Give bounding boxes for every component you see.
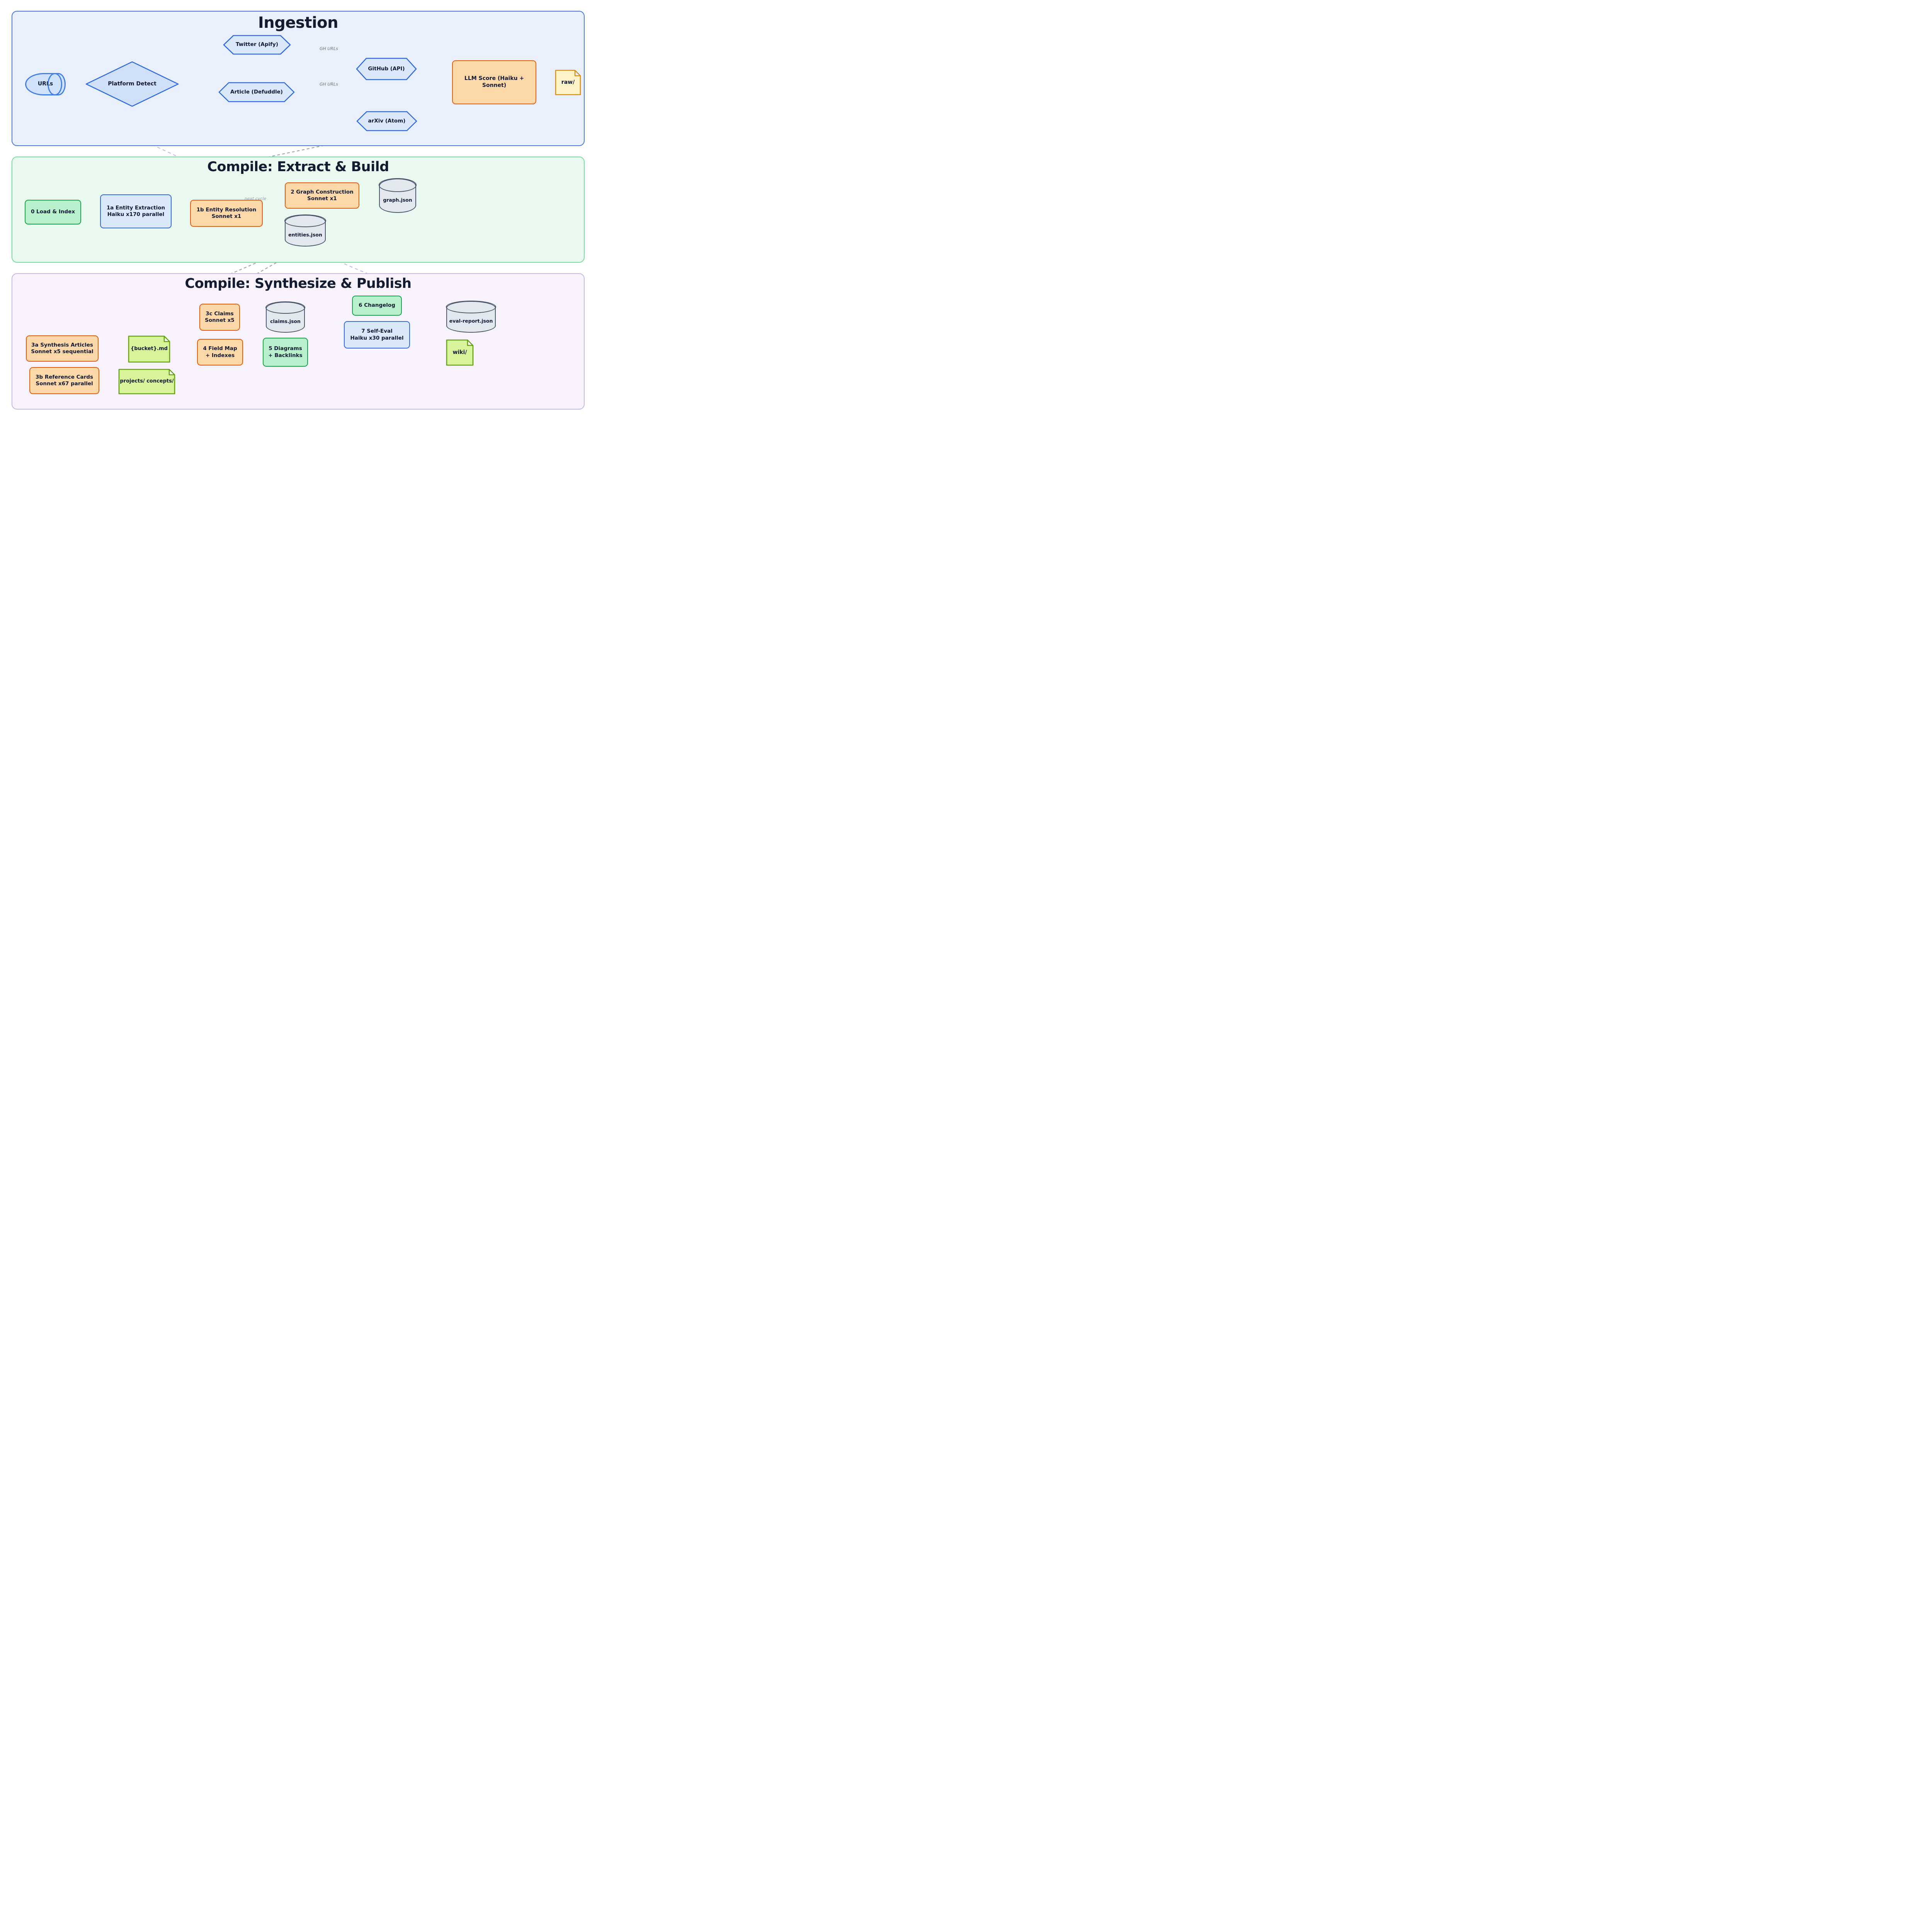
node-claimsjson: claims.json	[265, 301, 305, 333]
node-arxiv: arXiv (Atom)	[357, 111, 417, 131]
section-title-s3: Compile: Synthesize & Publish	[185, 276, 412, 291]
node-label-s4: 4 Field Map + Indexes	[203, 345, 237, 359]
node-label-github: GitHub (API)	[368, 65, 405, 72]
node-twitter: Twitter (Apify)	[223, 35, 291, 54]
section-title-s1: Ingestion	[258, 14, 338, 32]
cylinder-cap	[284, 214, 326, 228]
node-label-s3a: 3a Synthesis Articles Sonnet x5 sequenti…	[31, 342, 94, 355]
node-raw: raw/	[555, 70, 581, 95]
node-urls: URLs	[25, 73, 66, 95]
node-label-claimsjson: claims.json	[270, 318, 301, 324]
cylinder-cap	[48, 73, 63, 95]
node-label-s1b: 1b Entity Resolution Sonnet x1	[196, 206, 257, 219]
node-platform: Platform Detect	[86, 61, 179, 107]
node-llm: LLM Score (Haiku + Sonnet)	[452, 60, 536, 104]
node-label-twitter: Twitter (Apify)	[236, 41, 278, 48]
node-label-s7: 7 Self-Eval Haiku x30 parallel	[350, 328, 404, 341]
edge-label-e_ar_ghd: GH URLs	[318, 82, 340, 87]
node-label-s3b: 3b Reference Cards Sonnet x67 parallel	[36, 374, 93, 387]
node-label-s2g: 2 Graph Construction Sonnet x1	[291, 189, 354, 202]
node-label-s5: 5 Diagrams + Backlinks	[268, 345, 303, 359]
node-bucket: {bucket}.md	[128, 336, 170, 362]
node-label-bucket: {bucket}.md	[131, 346, 168, 352]
node-entities: entities.json	[284, 214, 326, 247]
node-label-s6: 6 Changelog	[359, 302, 395, 309]
node-s6: 6 Changelog	[352, 296, 402, 316]
node-label-platform: Platform Detect	[108, 80, 156, 87]
node-s1a: 1a Entity Extraction Haiku x170 parallel	[100, 194, 172, 228]
node-s3c: 3c Claims Sonnet x5	[199, 304, 240, 331]
node-projects: projects/ concepts/	[119, 369, 175, 394]
node-s3b: 3b Reference Cards Sonnet x67 parallel	[29, 367, 99, 394]
cylinder-cap	[446, 301, 496, 314]
node-s3a: 3a Synthesis Articles Sonnet x5 sequenti…	[26, 335, 99, 362]
node-s4: 4 Field Map + Indexes	[197, 339, 243, 366]
node-wiki: wiki/	[446, 340, 473, 366]
node-label-projects: projects/ concepts/	[120, 378, 174, 384]
cylinder-cap	[265, 301, 305, 314]
node-label-wiki: wiki/	[452, 349, 467, 355]
node-label-s3c: 3c Claims Sonnet x5	[205, 310, 235, 323]
node-s7: 7 Self-Eval Haiku x30 parallel	[344, 321, 410, 349]
node-s2g: 2 Graph Construction Sonnet x1	[285, 182, 359, 209]
node-graphjson: graph.json	[379, 178, 417, 213]
node-label-arxiv: arXiv (Atom)	[368, 117, 406, 124]
node-article: Article (Defuddle)	[219, 82, 294, 102]
node-label-entities: entities.json	[288, 231, 322, 238]
node-label-article: Article (Defuddle)	[230, 88, 283, 95]
edge-label-e_tw_ghd: GH URLs	[318, 46, 340, 51]
node-label-graphjson: graph.json	[383, 197, 412, 203]
section-title-s2: Compile: Extract & Build	[207, 159, 389, 175]
node-s1b: 1b Entity Resolution Sonnet x1	[190, 200, 263, 227]
node-label-s1a: 1a Entity Extraction Haiku x170 parallel	[106, 204, 165, 218]
node-github: GitHub (API)	[356, 58, 417, 80]
node-s5: 5 Diagrams + Backlinks	[263, 338, 308, 367]
node-label-raw: raw/	[561, 79, 575, 85]
cylinder-cap	[379, 178, 417, 192]
node-load: 0 Load & Index	[25, 200, 81, 224]
node-evalreport: eval-report.json	[446, 301, 496, 333]
node-label-llm: LLM Score (Haiku + Sonnet)	[464, 75, 524, 88]
node-label-load: 0 Load & Index	[31, 209, 75, 215]
node-label-evalreport: eval-report.json	[449, 318, 493, 324]
